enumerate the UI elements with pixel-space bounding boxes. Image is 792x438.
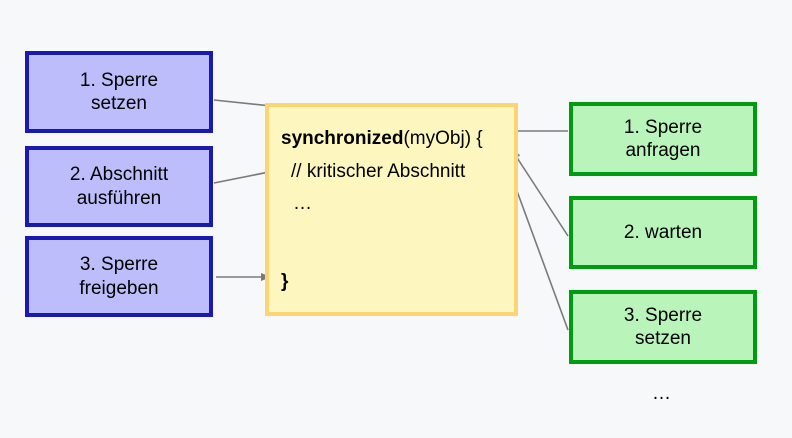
step-box-line2: freigeben bbox=[79, 277, 159, 299]
wait-box-line1: 1. Sperre bbox=[623, 116, 703, 138]
step-box-lock-release[interactable]: 3. Sperre freigeben bbox=[25, 236, 213, 317]
code-line-comment: // kritischer Abschnitt bbox=[291, 161, 466, 182]
connector-green3-to-code bbox=[509, 171, 569, 331]
wait-box-line2: anfragen bbox=[625, 140, 701, 161]
code-signature: (myObj) { bbox=[403, 128, 483, 149]
step-box-line1: 3. Sperre bbox=[79, 254, 159, 276]
connector-green2-to-code bbox=[511, 149, 569, 237]
wait-box-line2: setzen bbox=[635, 328, 691, 349]
step-box-line2: ausführen bbox=[76, 187, 162, 209]
step-box-line1: 2. Abschnitt bbox=[69, 164, 169, 186]
code-line-signature: synchronized(myObj) { bbox=[281, 129, 483, 148]
wait-box-line1: 3. Sperre bbox=[623, 304, 703, 326]
step-box-lock-acquire[interactable]: 1. Sperre setzen bbox=[25, 51, 213, 133]
wait-box-lock-request[interactable]: 1. Sperre anfragen bbox=[569, 102, 757, 176]
code-line-closing-brace: } bbox=[281, 271, 289, 292]
synchronized-code-block[interactable]: synchronized(myObj) { // kritischer Absc… bbox=[265, 103, 518, 316]
step-box-line2: setzen bbox=[91, 93, 147, 114]
wait-box-line1: 2. warten bbox=[623, 221, 703, 243]
step-box-line1: 1. Sperre bbox=[79, 69, 159, 91]
right-column-trailing-ellipsis: … bbox=[652, 383, 672, 404]
keyword-synchronized: synchronized bbox=[281, 128, 404, 149]
wait-box-lock-acquire[interactable]: 3. Sperre setzen bbox=[569, 290, 757, 364]
wait-box-wait[interactable]: 2. warten bbox=[569, 196, 757, 269]
code-line-ellipsis: … bbox=[293, 193, 312, 214]
step-box-section-execute[interactable]: 2. Abschnitt ausführen bbox=[25, 146, 213, 227]
